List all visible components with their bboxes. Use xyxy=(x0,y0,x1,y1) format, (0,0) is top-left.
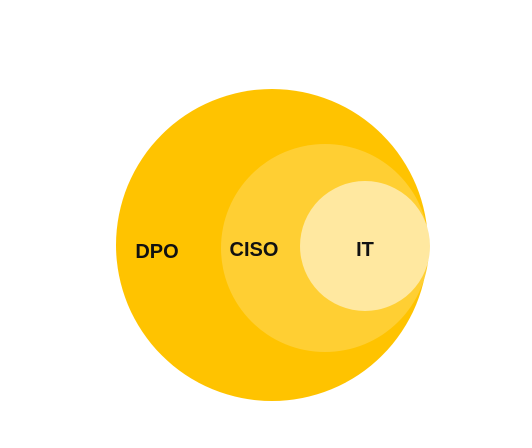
dpo-label: DPO xyxy=(135,241,178,263)
it-label: IT xyxy=(356,239,374,261)
it-circle xyxy=(300,181,430,311)
ciso-label: CISO xyxy=(230,239,279,261)
